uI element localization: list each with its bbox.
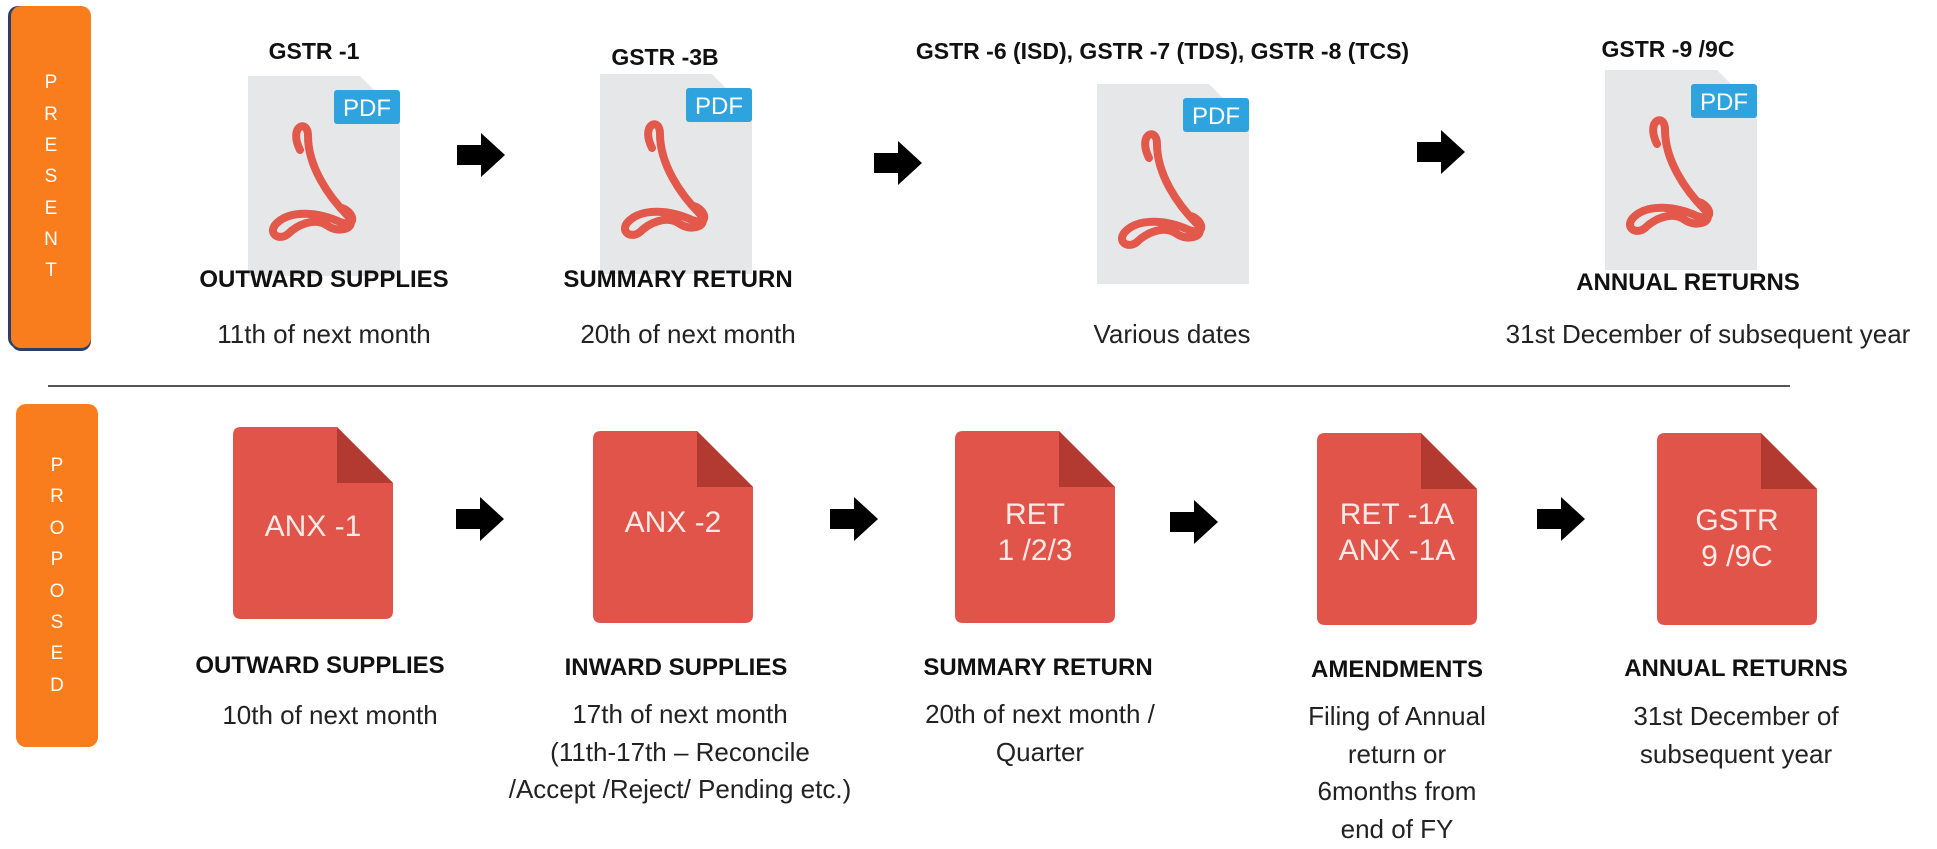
present-tab-letter: T xyxy=(45,260,57,282)
present-tab-letter: R xyxy=(44,103,58,125)
proposed-heading: OUTWARD SUPPLIES xyxy=(195,652,445,679)
proposed-tab-letter: P xyxy=(50,455,64,477)
present-heading: ANNUAL RETURNS xyxy=(1576,269,1800,296)
desc-line: 17th of next month xyxy=(572,699,788,729)
arrow-right-icon xyxy=(1170,500,1218,544)
proposed-desc: 10th of next month xyxy=(222,700,438,730)
present-heading: OUTWARD SUPPLIES xyxy=(199,266,449,293)
pdf-badge: PDF xyxy=(695,93,743,120)
pdf-file-icon: PDF xyxy=(248,76,400,276)
file-label: RET -1A ANX -1A xyxy=(1317,497,1477,569)
proposed-heading: INWARD SUPPLIES xyxy=(564,654,788,681)
file-label-line: 1 /2/3 xyxy=(997,534,1073,567)
present-desc: 11th of next month xyxy=(217,319,431,349)
file-label: GSTR 9 /9C xyxy=(1657,503,1817,575)
proposed-tab-letter: E xyxy=(50,643,64,665)
pdf-badge: PDF xyxy=(1700,89,1748,116)
file-label-line: RET -1A xyxy=(1339,498,1455,531)
ret-1a-file: RET -1A ANX -1A xyxy=(1317,433,1477,625)
file-label-line: RET xyxy=(1005,498,1065,531)
file-label-line: ANX -1A xyxy=(1338,534,1456,567)
proposed-tab-letter: S xyxy=(50,611,64,633)
proposed-tab-letter: D xyxy=(50,674,64,696)
file-label: ANX -1 xyxy=(264,510,362,543)
anx-2-file: ANX -2 xyxy=(593,431,753,623)
desc-line: 6months from xyxy=(1317,776,1477,807)
proposed-tab: P R O P O S E D xyxy=(16,404,98,747)
present-tab-letter: P xyxy=(44,72,58,94)
present-title: GSTR -1 xyxy=(268,38,360,64)
present-tab-letter: E xyxy=(44,197,58,219)
pdf-file-icon: PDF xyxy=(600,74,752,274)
proposed-heading: AMENDMENTS xyxy=(1311,656,1483,683)
present-desc: 31st December of subsequent year xyxy=(1505,319,1911,349)
desc-line: subsequent year xyxy=(1639,738,1833,769)
desc-line: /Accept /Reject/ Pending etc.) xyxy=(508,774,852,805)
file-label: RET 1 /2/3 xyxy=(955,497,1115,569)
desc-line: 31st December of xyxy=(1633,701,1839,731)
desc-line: (11th-17th – Reconcile xyxy=(550,736,810,767)
arrow-right-icon xyxy=(830,497,878,541)
present-title: GSTR -9 /9C xyxy=(1601,36,1735,62)
present-heading: SUMMARY RETURN xyxy=(563,266,793,293)
desc-line: 20th of next month / xyxy=(925,699,1155,729)
proposed-desc: 17th of next month (11th-17th – Reconcil… xyxy=(480,696,880,809)
file-label-line: 9 /9C xyxy=(1701,540,1773,573)
proposed-tab-letter: O xyxy=(49,517,65,539)
file-label-line: GSTR xyxy=(1695,504,1779,537)
proposed-heading: ANNUAL RETURNS xyxy=(1624,655,1848,682)
arrow-right-icon xyxy=(1537,497,1585,541)
document-file-icon xyxy=(593,431,753,623)
proposed-tab-letter: R xyxy=(50,486,64,508)
document-file-icon xyxy=(1657,433,1817,625)
pdf-badge: PDF xyxy=(343,95,391,122)
proposed-desc: Filing of Annual return or 6months from … xyxy=(1267,698,1527,849)
file-label: ANX -2 xyxy=(624,506,722,539)
pdf-file-icon: PDF xyxy=(1605,70,1757,270)
arrow-right-icon xyxy=(456,497,504,541)
desc-line: end of FY xyxy=(1340,814,1454,845)
present-desc: 20th of next month xyxy=(580,319,796,349)
section-divider xyxy=(48,385,1790,387)
document-file-icon xyxy=(955,431,1115,623)
present-tab: P R E S E N T xyxy=(11,6,91,348)
desc-line: return or xyxy=(1347,738,1447,769)
proposed-tab-letter: O xyxy=(49,580,65,602)
gstr-9-file: GSTR 9 /9C xyxy=(1657,433,1817,625)
arrow-right-icon xyxy=(1417,130,1465,174)
desc-line: Quarter xyxy=(995,736,1085,767)
document-file-icon xyxy=(233,427,393,619)
present-title: GSTR -6 (ISD), GSTR -7 (TDS), GSTR -8 (T… xyxy=(915,38,1410,64)
proposed-desc: 20th of next month / Quarter xyxy=(880,696,1200,771)
arrow-right-icon xyxy=(457,133,505,177)
present-tab-letter: E xyxy=(44,134,58,156)
proposed-heading: SUMMARY RETURN xyxy=(923,654,1153,681)
present-tab-letter: N xyxy=(44,229,58,251)
present-tab-letter: S xyxy=(44,166,58,188)
document-file-icon xyxy=(1317,433,1477,625)
ret-file: RET 1 /2/3 xyxy=(955,431,1115,623)
present-desc: Various dates xyxy=(1093,319,1251,349)
pdf-file-icon: PDF xyxy=(1097,84,1249,284)
anx-1-file: ANX -1 xyxy=(233,427,393,619)
pdf-badge: PDF xyxy=(1192,103,1240,130)
desc-line: Filing of Annual xyxy=(1308,701,1486,731)
present-title: GSTR -3B xyxy=(611,44,719,70)
proposed-desc: 31st December of subsequent year xyxy=(1606,698,1866,773)
proposed-tab-letter: P xyxy=(50,549,64,571)
arrow-right-icon xyxy=(874,141,922,185)
